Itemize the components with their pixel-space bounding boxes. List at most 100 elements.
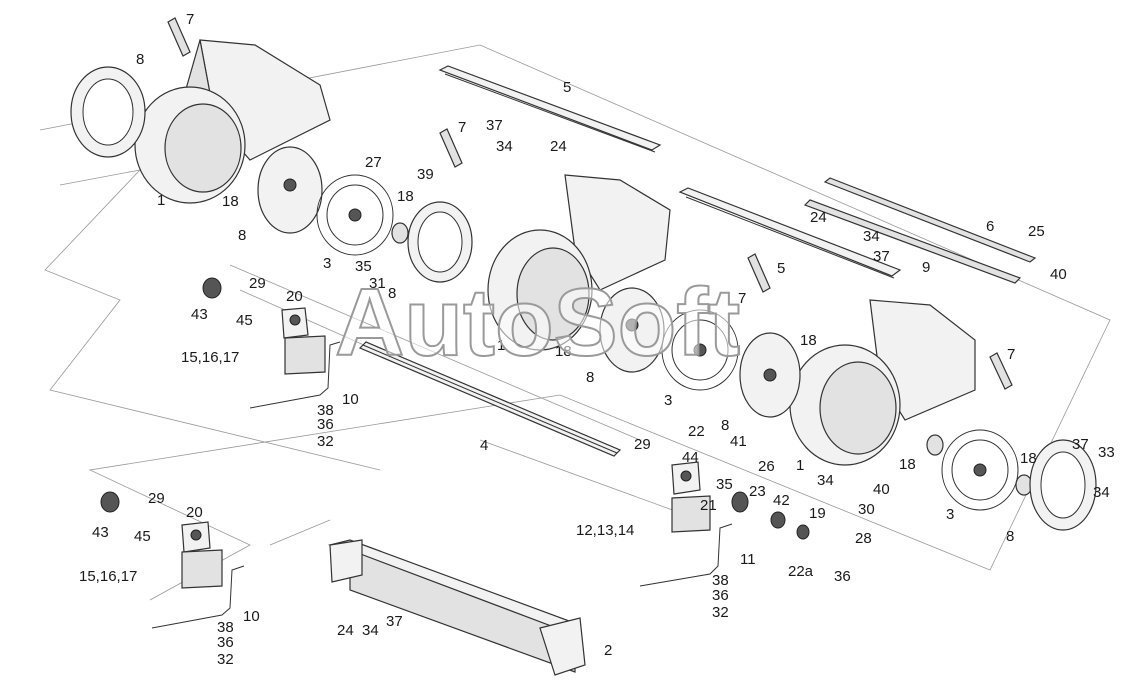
part-label: 26	[758, 458, 775, 475]
part-label: 45	[134, 528, 151, 545]
part-label: 18	[555, 343, 572, 360]
strip-7-right	[989, 352, 1013, 390]
part-label: 24	[550, 138, 567, 155]
strip-7-center	[747, 253, 771, 293]
part-label: 18	[222, 193, 239, 210]
part-label: 30	[858, 501, 875, 518]
part-label: 35	[355, 258, 372, 275]
part-label: 24	[810, 209, 827, 226]
part-label: 2	[604, 642, 612, 659]
part-label: 39	[417, 166, 434, 183]
part-label: 9	[922, 259, 930, 276]
part-label: 7	[738, 290, 746, 307]
part-label: 37	[1072, 436, 1089, 453]
part-label: 7	[1007, 346, 1015, 363]
flange-ring-right	[1029, 439, 1097, 531]
part-label: 1	[796, 457, 804, 474]
part-label: 10	[342, 391, 359, 408]
part-label: 5	[563, 79, 571, 96]
part-label: 8	[1006, 528, 1014, 545]
part-label: 8	[136, 51, 144, 68]
part-label: 5	[777, 260, 785, 277]
part-label: 29	[249, 275, 266, 292]
part-label: 7	[458, 119, 466, 136]
strip-7-top	[167, 17, 191, 57]
part-label: 18	[397, 188, 414, 205]
part-label: 8	[721, 417, 729, 434]
part-label: 22a	[788, 563, 814, 580]
fan-housing-middle	[487, 174, 671, 351]
part-label: 34	[1093, 484, 1110, 501]
watermark-text: AutoSoft	[335, 269, 740, 376]
part-label: 4	[480, 437, 488, 454]
part-label: 18	[899, 456, 916, 473]
fan-disc-left	[257, 146, 323, 234]
bearing-assembly-left-top	[202, 277, 341, 409]
frame-2	[327, 539, 586, 676]
part-label: 43	[191, 306, 208, 323]
part-label: 29	[148, 490, 165, 507]
strip-6	[823, 177, 1037, 263]
bearing-assembly-left-bottom	[100, 491, 245, 629]
flange-ring-mid	[407, 201, 473, 283]
part-label: 22	[688, 423, 705, 440]
part-label: 27	[365, 154, 382, 171]
part-label: 3	[323, 255, 331, 272]
impeller-middle	[661, 309, 739, 391]
part-label: 36	[834, 568, 851, 585]
fan-disc-center	[739, 332, 801, 418]
part-label: 33	[1098, 444, 1115, 461]
part-label: 21	[700, 497, 717, 514]
part-label: 11	[740, 551, 756, 568]
fan-disc-middle	[599, 287, 665, 373]
part-label: 32	[712, 604, 729, 621]
part-label: 20	[286, 288, 303, 305]
part-label: 1	[157, 192, 165, 209]
part-label: 28	[855, 530, 872, 547]
part-label: 41	[730, 433, 747, 450]
part-label: 19	[809, 505, 826, 522]
part-label: 34	[817, 472, 834, 489]
fan-housing-left	[134, 39, 331, 204]
part-label: 43	[92, 524, 109, 541]
part-label: 37	[486, 117, 503, 134]
part-label: 15,16,17	[181, 349, 239, 366]
part-label: 36	[317, 416, 334, 433]
bearing-assembly-right	[639, 461, 810, 587]
part-label: 45	[236, 312, 253, 329]
part-label: 20	[186, 504, 203, 521]
part-label: 37	[873, 248, 890, 265]
part-label: 8	[586, 369, 594, 386]
part-label: 18	[800, 332, 817, 349]
part-label: 38	[712, 572, 729, 589]
part-label: 23	[749, 483, 766, 500]
part-label: 29	[634, 436, 651, 453]
part-label: 40	[873, 481, 890, 498]
part-label: 3	[946, 506, 954, 523]
part-label: 38	[217, 619, 234, 636]
shaft-4	[358, 341, 622, 457]
fan-housing-right	[789, 299, 976, 466]
part-label: 7	[186, 11, 194, 28]
strip-9	[803, 199, 1022, 284]
part-label: 18	[1020, 450, 1037, 467]
part-label: 34	[863, 228, 880, 245]
part-label: 8	[238, 227, 246, 244]
flange-ring-left	[70, 66, 146, 158]
part-label: 32	[217, 651, 234, 668]
beam-5-top	[438, 65, 662, 153]
part-label: 31	[369, 275, 386, 292]
part-label: 36	[712, 587, 729, 604]
impeller-right	[926, 429, 1033, 511]
part-label: 8	[388, 285, 396, 302]
part-label: 3	[664, 392, 672, 409]
part-label: 36	[217, 634, 234, 651]
part-label: 15,16,17	[79, 568, 137, 585]
part-labels: 7 8 1 18 8 27 39 18 3 35 31 8 5 37 34 24…	[79, 11, 1115, 668]
part-label: 24	[337, 622, 354, 639]
strip-7-mid	[439, 128, 463, 168]
part-label: 32	[317, 433, 334, 450]
part-label: 12,13,14	[576, 522, 634, 539]
